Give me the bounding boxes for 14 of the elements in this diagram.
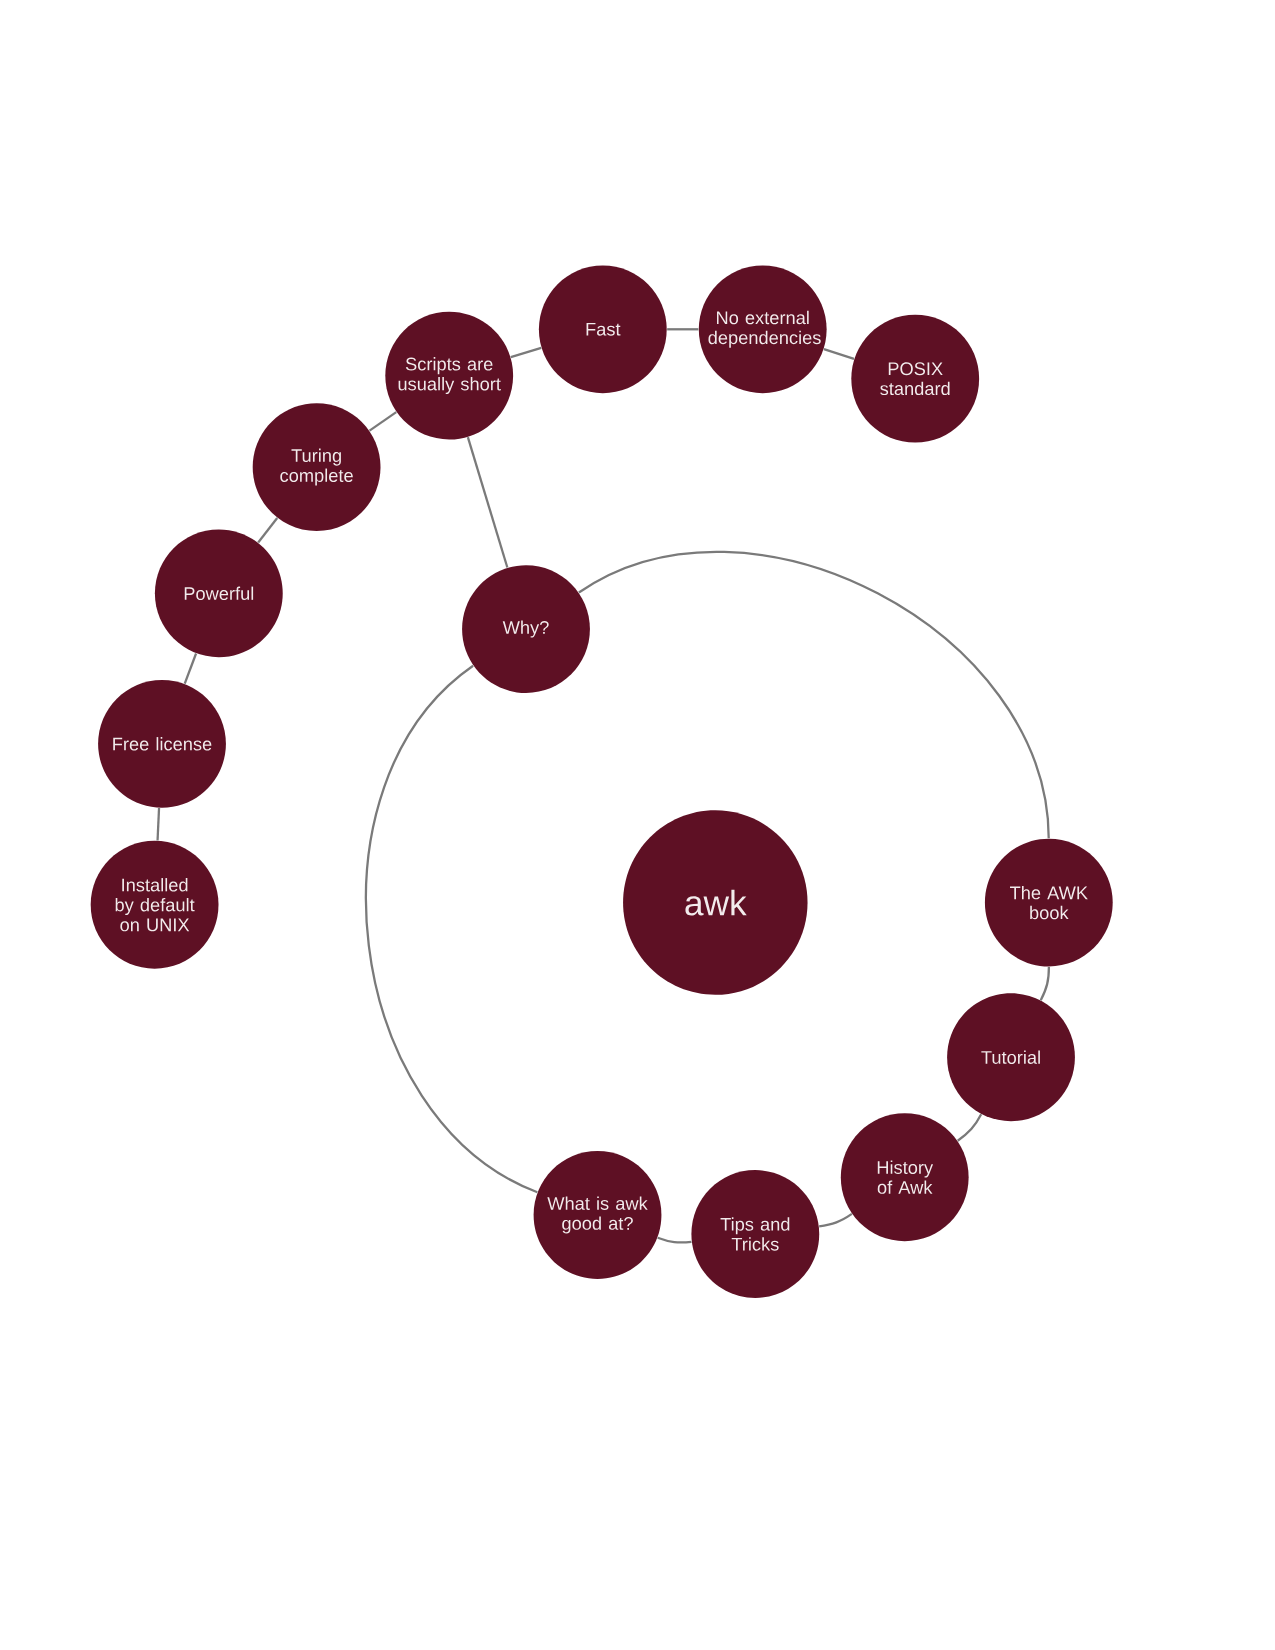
connector-line — [510, 346, 542, 359]
connector-line — [257, 517, 279, 544]
connector-line — [466, 436, 509, 568]
connector-line — [667, 328, 699, 331]
connector-line — [823, 348, 855, 360]
connector-line — [578, 550, 1050, 839]
connector-line — [1039, 966, 1050, 1001]
connector-line — [368, 411, 397, 432]
connector-line — [183, 653, 198, 685]
connector-line — [156, 808, 161, 841]
connector-line — [819, 1212, 853, 1228]
connector-line — [657, 1236, 692, 1244]
connector-line — [957, 1113, 983, 1142]
connector-line — [365, 664, 538, 1194]
